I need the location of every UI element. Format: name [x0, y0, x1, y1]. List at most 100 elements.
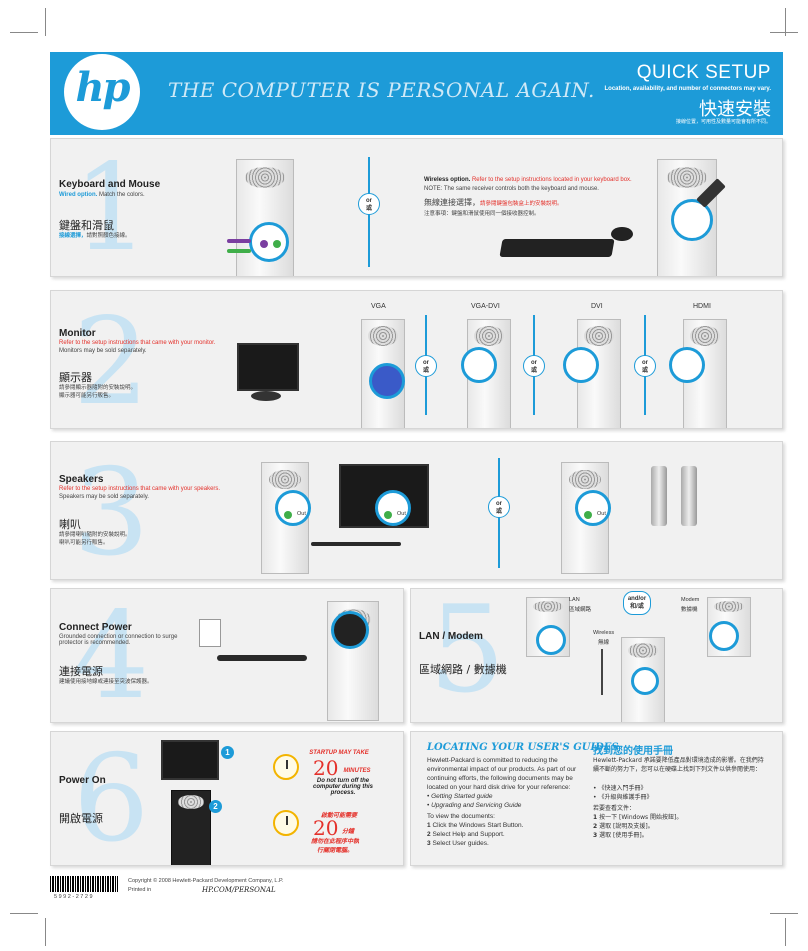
startup-time-zh: 20 — [313, 816, 339, 840]
crop-mark — [10, 32, 38, 33]
step-number: 3 — [73, 444, 150, 580]
wall-outlet — [199, 619, 221, 647]
step-number: 1 — [73, 139, 150, 277]
column-label-vga: VGA — [371, 303, 386, 310]
step-title: Monitor — [59, 328, 96, 339]
power-note: Grounded connection or connection to sur… — [59, 634, 178, 646]
wireless-antenna — [601, 649, 603, 695]
green-audio-port — [384, 511, 392, 519]
step6-panel: 6 Power On 開啟電源 1 2 STARTUP MAY TAKE 20 … — [50, 731, 404, 866]
guides-view-label: To view the documents: — [427, 813, 495, 820]
quick-setup-title: QUICK SETUP — [636, 62, 771, 83]
step-title-zh: 鍵盤和滑鼠 — [59, 219, 114, 232]
crop-mark — [45, 8, 46, 36]
crop-mark — [45, 918, 46, 946]
printed-in: Printed in — [128, 887, 152, 893]
column-label-hdmi: HDMI — [693, 303, 711, 310]
header-banner: hp THE COMPUTER IS PERSONAL AGAIN. QUICK… — [50, 52, 783, 135]
audio-out-zoom: Out — [575, 490, 611, 526]
lan-port-zoom — [536, 625, 566, 655]
audio-cable — [311, 542, 401, 546]
step-title-zh: 喇叭 — [59, 518, 81, 531]
crop-mark — [785, 918, 786, 946]
step2-panel: 2 Monitor Refer to the setup instruction… — [50, 290, 783, 429]
power-note-zh: 建議使用接地線或連接至突波保護器。 — [59, 679, 153, 685]
wireless-option-zh: 無線連接選擇，請參閱鍵盤包裝盒上的安裝說明。 — [424, 198, 563, 207]
lan-label-zh: 區域網路 — [569, 607, 592, 613]
clock-icon — [273, 810, 299, 836]
step-title-zh: 開啟電源 — [59, 812, 103, 825]
step5-panel: 5 LAN / Modem 區域網路 / 數據機 LAN 區域網路 and/or… — [410, 588, 783, 723]
crop-mark — [10, 913, 38, 914]
wireless-note: NOTE: The same receiver controls both th… — [424, 186, 599, 192]
modem-label: Modem — [681, 597, 700, 603]
left-speaker — [651, 466, 667, 526]
crop-mark — [785, 8, 786, 36]
wireless-label-zh: 無線 — [598, 640, 610, 646]
modem-port-zoom — [709, 621, 739, 651]
hp-logo: hp — [64, 54, 140, 130]
step-title: Keyboard and Mouse — [59, 179, 161, 190]
mouse-cable — [227, 249, 251, 253]
monitor-image — [237, 343, 299, 391]
antenna-port-zoom — [631, 667, 659, 695]
wired-option-text: Wired option. Match the colors. — [59, 192, 145, 198]
purple-port — [260, 240, 268, 248]
lan-label: LAN — [569, 597, 580, 603]
startup-unit-zh: 分鐘 — [341, 829, 354, 835]
startup-warning: Do not turn off the computer during this… — [313, 778, 373, 796]
guides-title-zh: 找到您的使用手冊 — [593, 746, 673, 757]
step-number: 2 — [73, 293, 150, 429]
quick-setup-subtitle: Location, availability, and number of co… — [604, 86, 772, 92]
step-badge-2: 2 — [209, 800, 222, 813]
step-number: 4 — [73, 588, 150, 723]
modem-label-zh: 數據機 — [681, 607, 698, 613]
power-cable — [217, 655, 307, 661]
step-number: 6 — [73, 731, 150, 866]
green-audio-port — [284, 511, 292, 519]
startup-unit: MINUTES — [343, 768, 371, 774]
wired-option-zh: 接線選擇，請對照顏色接線。 — [59, 233, 131, 239]
guides-item: • Upgrading and Servicing Guide — [427, 802, 522, 809]
step-title: Connect Power — [59, 622, 132, 633]
step-title: Speakers — [59, 474, 104, 485]
guides-step-zh: 3 選取 [使用手冊]。 — [593, 832, 648, 839]
guides-step-zh: 2 選取 [說明及支援]。 — [593, 823, 654, 830]
keyboard-cable — [227, 239, 251, 243]
monitor-note-zh: 顯示器可能另行販售。 — [59, 393, 115, 399]
guides-item-zh: • 《升級與維護手冊》 — [593, 794, 653, 801]
guides-item-zh: • 《快速入門手冊》 — [593, 785, 647, 792]
copyright: Copyright © 2008 Hewlett-Packard Develop… — [128, 878, 284, 884]
guides-item: • Getting Started guide — [427, 793, 493, 800]
wireless-mouse — [611, 227, 633, 241]
guides-step-zh: 1 按一下 [Windows 開始按鈕]。 — [593, 814, 683, 821]
guides-view-label-zh: 若要查看文件： — [593, 805, 636, 812]
guides-intro-zh: Hewlett-Packard 承諾要降低產品對環境造成的影響。在我們持續不斷的… — [593, 757, 764, 773]
barcode — [50, 876, 118, 892]
startup-label: STARTUP MAY TAKE — [309, 750, 369, 756]
usb-receiver-zoom — [671, 199, 713, 241]
speaker-note-zh: 喇叭可能另行販售。 — [59, 540, 109, 546]
monitor-audio-zoom: Out — [375, 490, 411, 526]
tagline: THE COMPUTER IS PERSONAL AGAIN. — [168, 78, 595, 102]
step3-panel: 3 Speakers Refer to the setup instructio… — [50, 441, 783, 580]
wireless-note-zh: 注意事項：鍵盤和滑鼠使用同一個接收器控制。 — [424, 211, 540, 217]
monitor-instructions-zh: 請參閱顯示器隨附的安裝說明。 — [59, 385, 137, 391]
right-speaker — [681, 466, 697, 526]
monitor-instructions: Refer to the setup instructions that cam… — [59, 340, 216, 346]
guides-step: 2 Select Help and Support. — [427, 831, 505, 838]
step-title: Power On — [59, 775, 106, 786]
monitor-stand — [251, 391, 281, 401]
vga-port-zoom — [369, 363, 405, 399]
wireless-label: Wireless — [593, 630, 615, 636]
step4-panel: 4 Connect Power Grounded connection or c… — [50, 588, 404, 723]
speaker-instructions-zh: 請參閱喇叭隨附的安裝說明。 — [59, 532, 131, 538]
wireless-option-text: Wireless option. Refer to the setup inst… — [424, 177, 632, 183]
guides-step: 3 Select User guides. — [427, 840, 489, 847]
guides-step: 1 Click the Windows Start Button. — [427, 822, 524, 829]
